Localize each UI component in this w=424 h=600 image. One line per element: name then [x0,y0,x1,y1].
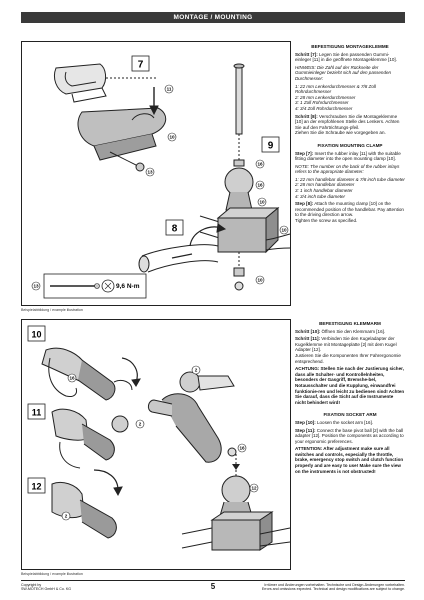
callout-screw: 13 [147,170,153,175]
de-step-11: Schritt [11]: Verbinden Sie den Kugelada… [295,336,401,364]
de-step-10: Schritt [10]: Öffnen Sie den Klemmarm [1… [295,328,386,334]
callout-base-ball-top: 2 [195,368,198,373]
step-11-number: 11 [32,408,42,418]
page-header: MONTAGE / MOUNTING [21,12,405,23]
callout-arm-10: 16 [69,376,75,381]
callout-ball-adapter: 12 [251,486,257,491]
step-12-number: 12 [31,482,41,492]
footer-copyright: Copyright by SW-MOTECH GmbH & Co. KG [21,583,72,592]
illustration-panel-1: 7 8 9 11 10 13 10 16 16 10 [21,41,291,306]
en-sizes: 1: 22 mm handlebar diameter & 7/8 inch t… [295,176,405,199]
en-step-11: Step [11]: Connect the base pivot ball [… [295,427,404,444]
de-warning: ACHTUNG: Stellen Sie nach der Justierung… [295,366,405,405]
footer-divider [21,580,405,581]
instructions-socket-arm: BEFESTIGUNG KLEMMARM Schritt [10]: Öffne… [295,321,405,476]
section-title-en-1: FIXATION MOUNTING CLAMP [317,142,383,148]
en-note: NOTE: The number on the back of the rubb… [295,163,400,175]
socket-arm-illustration: 10 11 12 2 16 16 2 12 2 [27,325,291,551]
caption-1: Beispielabbildung / example illustration [21,308,83,312]
instructions-mounting-clamp: BEFESTIGUNG MONTAGEKLEMME Schritt [7]: L… [295,44,405,226]
step-9-number: 9 [268,141,274,152]
manual-page: MONTAGE / MOUNTING [21,12,405,591]
section-title-de-2: BEFESTIGUNG KLEMMARM [319,321,381,326]
step-8-number: 8 [172,224,178,235]
caption-2: Beispielabbildung / example illustration [21,572,83,576]
de-step-7: Schritt [7]: Legen Sie den passenden Gum… [295,51,397,63]
step-7-number: 7 [138,60,144,71]
callout-clamp-9: 10 [259,200,265,205]
de-sizes: 1: 22 mm Lenkerdurchmesser & 7/8 Zoll Ro… [295,83,376,111]
callout-arm-a: 16 [257,162,263,167]
section-title-en-2: FIXATION SOCKET ARM [323,412,377,418]
torque-value: 9,6 N-m [116,283,140,290]
callout-ball-12: 2 [65,514,68,519]
en-warning: ATTENTION: After adjustment make sure al… [295,446,404,474]
de-step-8: Schritt [8]: Verschrauben Sie die Montag… [295,113,400,136]
en-step-8: Step [8]: Attach the mounting clamp [10]… [295,201,404,224]
step-10-number: 10 [31,330,41,340]
illustration-panel-2: 10 11 12 2 16 16 2 12 2 [21,319,291,570]
section-title-de-1: BEFESTIGUNG MONTAGEKLEMME [311,44,389,49]
en-step-7: Step [7]: Insert the rubber inlay [11] w… [295,150,401,162]
callout-inlay: 11 [167,87,172,92]
page-number: 5 [210,582,216,591]
callout-ball-11: 2 [139,422,142,427]
de-hint: HINWEIS: Die Zahl auf der Rückseite der … [295,64,392,81]
callout-clamp-8: 10 [281,228,287,233]
callout-torque-screw: 13 [33,284,39,289]
mounting-clamp-illustration: 7 8 9 11 10 13 10 16 16 10 [31,55,291,299]
callout-arm-right: 16 [239,446,245,451]
callout-nut: 10 [257,278,263,283]
callout-clamp: 10 [169,135,175,140]
callout-arm-b: 16 [257,183,263,188]
en-step-10: Step [10]: Loosen the socket arm [16]. [295,419,374,425]
footer-disclaimer: Irrtümer und Änderungen vorbehalten. Tec… [261,583,405,592]
